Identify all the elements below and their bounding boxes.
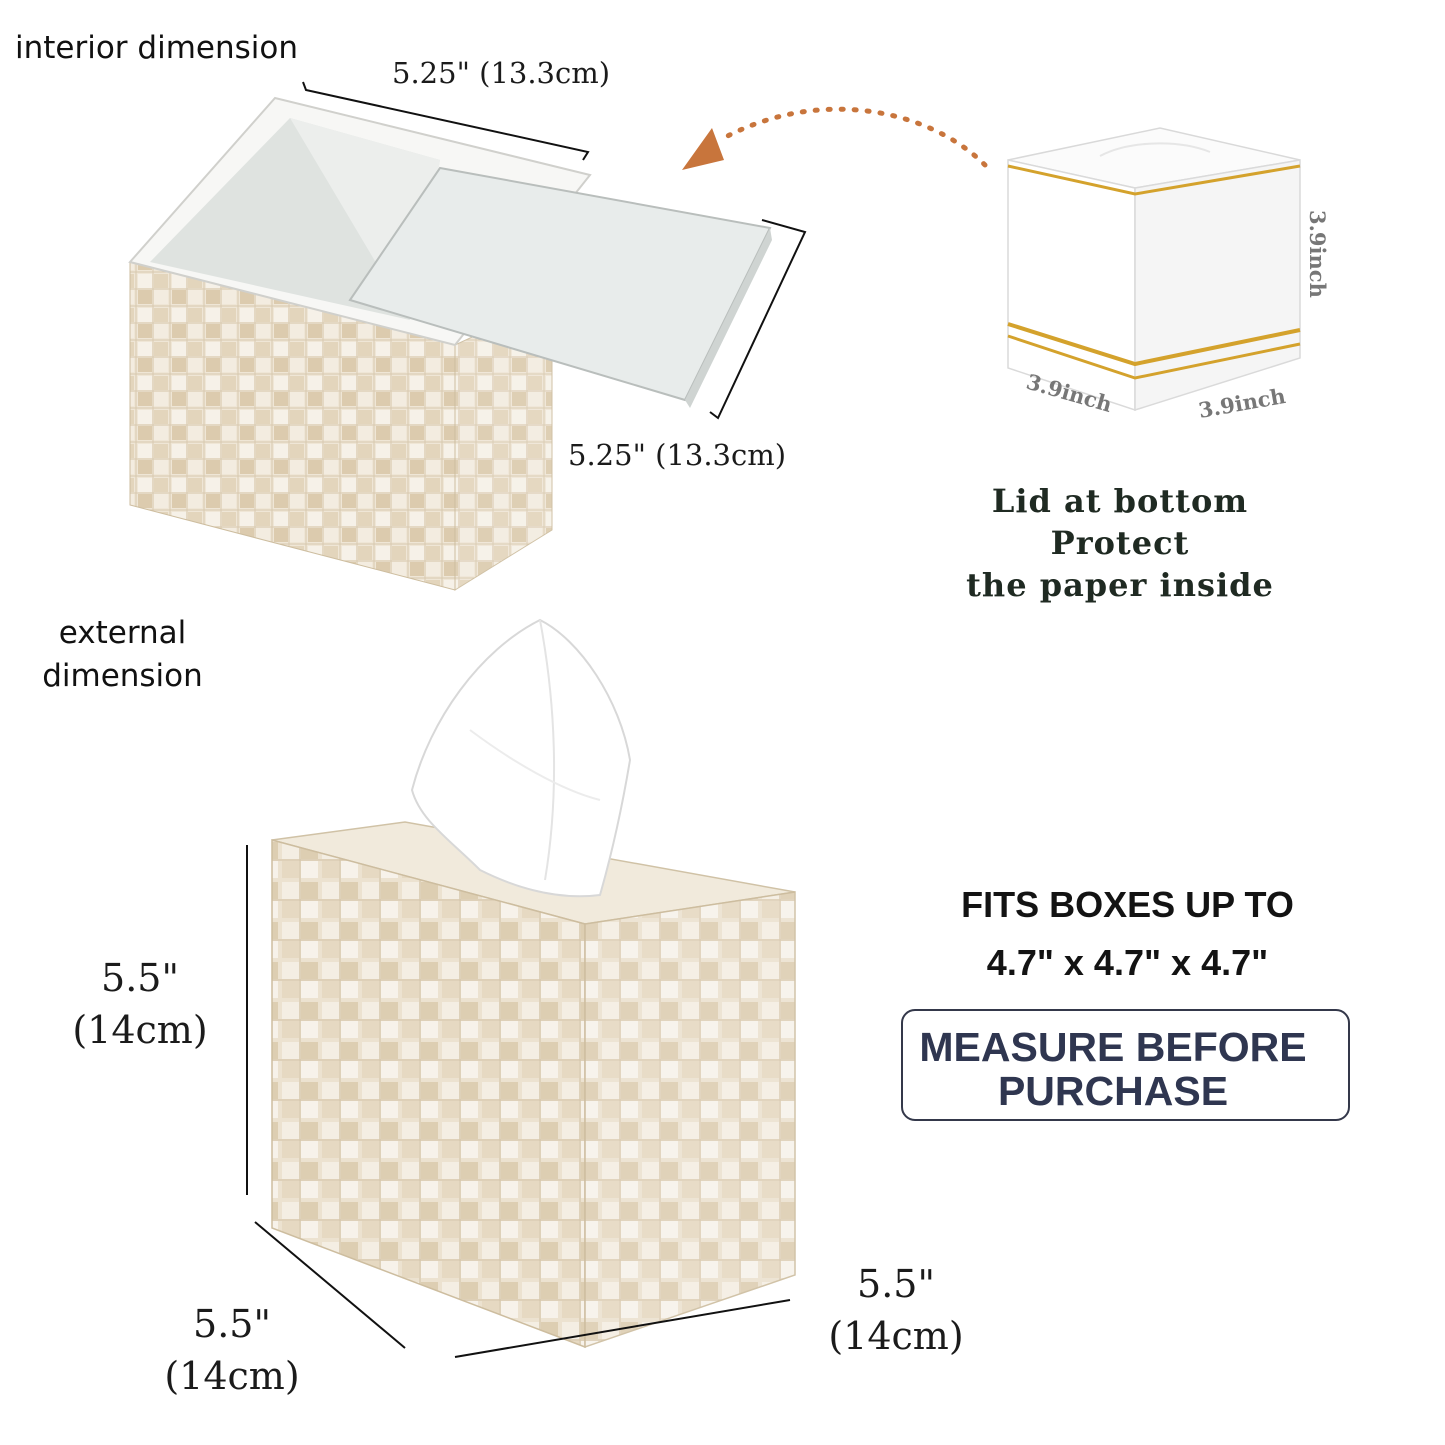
closed-mosaic-cube xyxy=(271,821,796,1349)
measure-text: MEASURE BEFORE PURCHASE xyxy=(903,1025,1323,1113)
measure-line: PURCHASE xyxy=(997,1068,1229,1114)
lid-note-line: Protect xyxy=(1050,524,1190,562)
interior-dimension-lines xyxy=(302,81,807,420)
curved-arrow-icon xyxy=(682,106,988,170)
tissue-height-label: 3.9inch xyxy=(1305,210,1330,298)
tissue-right-width-label: 3.9inch xyxy=(1197,383,1288,423)
external-height-value: 5.5" (14cm) xyxy=(70,952,210,1056)
external-dimension-lines xyxy=(246,845,791,1358)
fits-heading: FITS BOXES UP TO xyxy=(961,884,1294,925)
external-label-line: external xyxy=(58,615,187,651)
tissue-box-3d xyxy=(1007,127,1301,412)
measure-before-purchase-badge: MEASURE BEFORE PURCHASE xyxy=(901,1009,1350,1121)
interior-dimension-label: interior dimension xyxy=(15,30,298,66)
external-left-width-value: 5.5" (14cm) xyxy=(162,1298,302,1402)
interior-depth-value: 5.25" (13.3cm) xyxy=(568,438,787,472)
lid-note-line: the paper inside xyxy=(966,566,1274,604)
dim-line: (14cm) xyxy=(72,1008,208,1052)
dim-line: 5.5" xyxy=(101,956,179,1000)
external-dimension-label: external dimension xyxy=(40,612,205,698)
dim-line: 5.5" xyxy=(193,1302,271,1346)
lid-note: Lid at bottom Protect the paper inside xyxy=(950,480,1290,606)
fits-size: 4.7" x 4.7" x 4.7" xyxy=(986,942,1269,983)
tissue-paper xyxy=(410,618,632,898)
dim-line: (14cm) xyxy=(164,1354,300,1398)
interior-width-value: 5.25" (13.3cm) xyxy=(392,56,611,90)
measure-line: MEASURE BEFORE xyxy=(919,1024,1307,1070)
open-mosaic-box xyxy=(128,96,772,591)
dim-line: (14cm) xyxy=(828,1314,964,1358)
dim-line: 5.5" xyxy=(857,1262,935,1306)
external-right-width-value: 5.5" (14cm) xyxy=(826,1258,966,1362)
external-label-line: dimension xyxy=(42,658,203,694)
lid-note-line: Lid at bottom xyxy=(991,482,1249,520)
